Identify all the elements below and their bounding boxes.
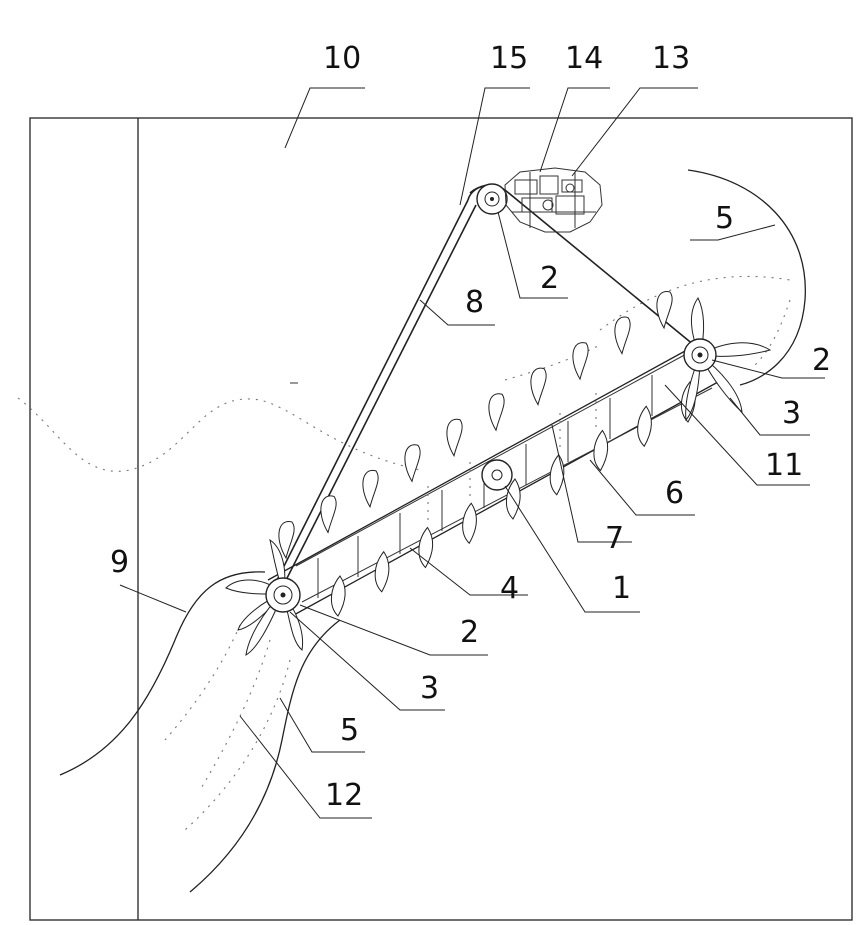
label-2-top: 2 xyxy=(540,261,559,296)
vane xyxy=(279,521,294,558)
vane xyxy=(419,528,433,568)
vane xyxy=(447,419,462,456)
label-7: 7 xyxy=(605,521,624,556)
outer-frame xyxy=(30,118,852,920)
vane xyxy=(550,455,564,495)
vane xyxy=(615,317,630,354)
leader-lines xyxy=(120,88,825,818)
label-10: 10 xyxy=(323,41,361,76)
label-2-bottom: 2 xyxy=(460,615,479,650)
vane xyxy=(331,576,345,616)
label-4: 4 xyxy=(500,571,519,606)
vane xyxy=(638,406,652,446)
label-15: 15 xyxy=(490,41,528,76)
label-8: 8 xyxy=(465,285,484,320)
vane xyxy=(594,431,608,471)
label-9: 9 xyxy=(110,545,129,580)
vane xyxy=(573,343,588,380)
label-12: 12 xyxy=(325,778,363,813)
support-chain xyxy=(272,185,700,592)
roller-middle xyxy=(482,460,512,490)
label-5-top: 5 xyxy=(715,201,734,236)
label-3-right: 3 xyxy=(782,396,801,431)
label-13: 13 xyxy=(652,41,690,76)
channel-walls xyxy=(60,170,805,892)
label-3-bottom: 3 xyxy=(420,671,439,706)
vane xyxy=(405,445,420,482)
vane xyxy=(489,394,504,431)
roller-top xyxy=(477,184,507,214)
label-5-bottom: 5 xyxy=(340,713,359,748)
label-1: 1 xyxy=(612,571,631,606)
vane xyxy=(657,291,672,328)
label-14: 14 xyxy=(565,41,603,76)
vane xyxy=(463,503,477,543)
label-2-right: 2 xyxy=(812,343,831,378)
water-flow-lines xyxy=(18,276,790,830)
vane xyxy=(321,496,336,533)
label-11: 11 xyxy=(765,448,803,483)
roller-bottom xyxy=(266,578,300,612)
generator-assembly xyxy=(505,168,602,232)
vane xyxy=(363,470,378,507)
roller-right xyxy=(684,339,716,371)
vane xyxy=(531,368,546,405)
vane xyxy=(375,552,389,592)
label-6: 6 xyxy=(665,476,684,511)
